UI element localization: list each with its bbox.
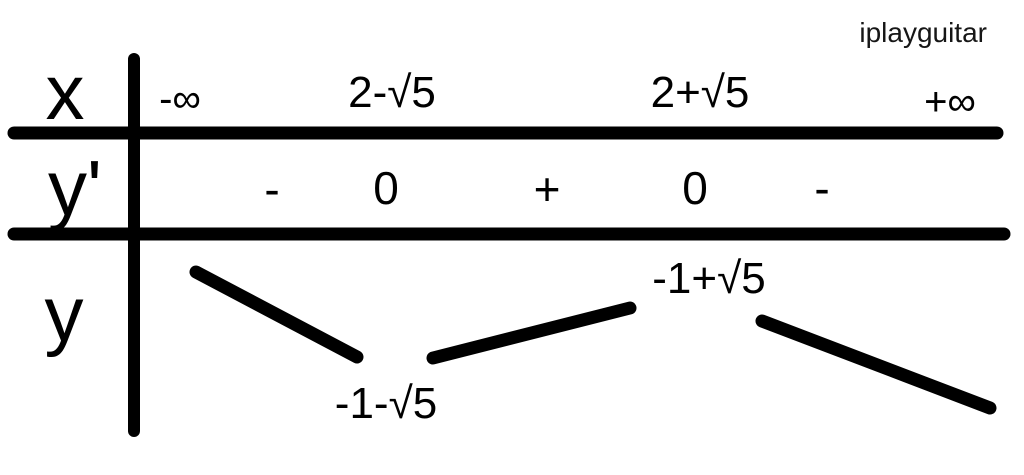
derivative-sign-3: - bbox=[814, 162, 830, 214]
decreasing-arrow-2 bbox=[755, 314, 997, 415]
x-value-pos-infinity: +∞ bbox=[924, 80, 976, 124]
local-minimum-value: -1-√5 bbox=[334, 379, 438, 428]
row-header-x: x bbox=[45, 48, 85, 136]
row-header-y-prime: y' bbox=[48, 144, 102, 232]
row-header-y: y bbox=[44, 270, 84, 358]
watermark-text: iplayguitar bbox=[859, 17, 987, 48]
increasing-arrow bbox=[426, 301, 637, 365]
x-value-critical-1: 2-√5 bbox=[348, 68, 436, 117]
decreasing-arrow-1 bbox=[189, 265, 364, 364]
derivative-sign-1: - bbox=[264, 163, 280, 215]
local-maximum-value: -1+√5 bbox=[652, 254, 766, 303]
derivative-zero-2: 0 bbox=[682, 162, 708, 214]
derivative-sign-2: + bbox=[533, 163, 561, 215]
x-value-critical-2: 2+√5 bbox=[650, 68, 750, 117]
x-value-neg-infinity: -∞ bbox=[159, 77, 201, 121]
derivative-zero-1: 0 bbox=[373, 162, 399, 214]
